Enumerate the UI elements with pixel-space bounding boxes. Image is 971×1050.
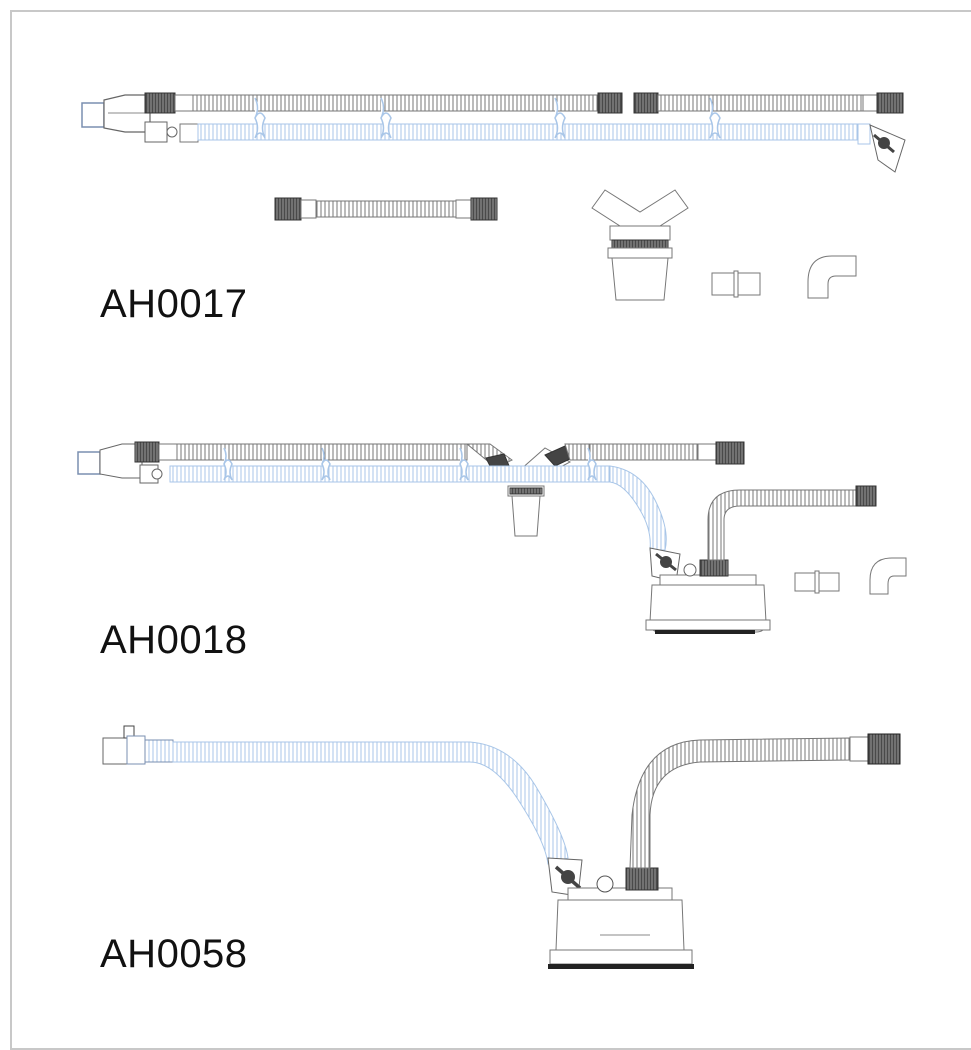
ah0018-heater-tube bbox=[707, 489, 861, 561]
ah0018-humidifier-chamber bbox=[645, 559, 771, 634]
circuit-diagram bbox=[77, 92, 907, 969]
ah0058-outlet-tube bbox=[629, 737, 851, 869]
ah0017-assembly bbox=[81, 92, 906, 301]
ah0018-elbow-adapter bbox=[869, 557, 907, 595]
figure-frame bbox=[10, 10, 971, 1050]
product-label-ah0017: AH0017 bbox=[100, 282, 248, 326]
ah0017-elbow-adapter bbox=[807, 255, 857, 299]
product-label-ah0058: AH0058 bbox=[100, 932, 248, 976]
ah0018-lower-tube bbox=[169, 465, 611, 483]
ah0017-water-trap bbox=[591, 189, 689, 301]
ah0018-assembly bbox=[77, 441, 907, 634]
ah0017-temp-port bbox=[869, 124, 906, 173]
ah0017-cuff bbox=[144, 92, 176, 114]
ah0058-inspiratory-tube bbox=[172, 741, 569, 865]
ah0017-upper-tube bbox=[192, 94, 599, 112]
ah0018-straight-adapter bbox=[794, 572, 816, 592]
ah0017-straight-adapter bbox=[711, 270, 761, 298]
ah0017-patient-wye bbox=[81, 94, 151, 133]
ah0017-tube-clips bbox=[254, 97, 721, 139]
ah0017-lower-tube bbox=[197, 123, 859, 141]
product-label-ah0018: AH0018 bbox=[100, 618, 248, 662]
ah0058-assembly bbox=[102, 725, 901, 969]
ah0018-water-trap bbox=[511, 495, 541, 537]
ah0058-humidifier-chamber bbox=[548, 867, 694, 969]
ah0017-short-tube bbox=[274, 197, 498, 221]
